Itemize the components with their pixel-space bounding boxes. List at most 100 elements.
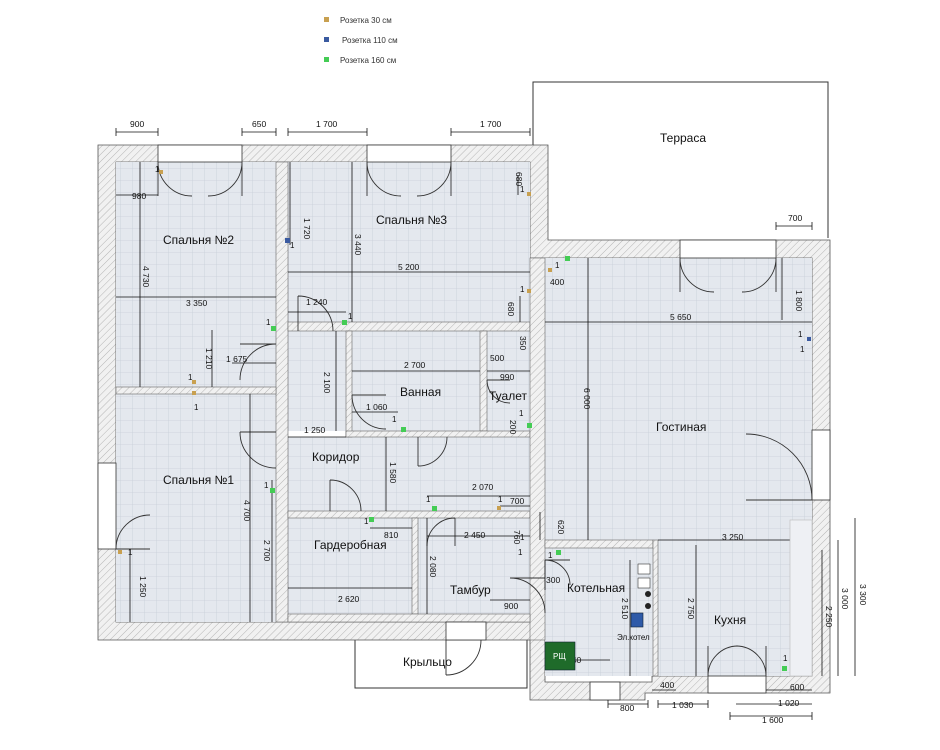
floor-bedroom2: [116, 162, 276, 387]
svg-text:1 250: 1 250: [304, 425, 326, 435]
svg-text:1: 1: [520, 285, 525, 294]
socket-icon: [285, 238, 290, 243]
svg-text:900: 900: [504, 601, 518, 611]
porch: Крыльцо: [354, 635, 528, 689]
svg-text:500: 500: [490, 353, 504, 363]
electrical-panel-label: РЩ: [553, 652, 566, 661]
svg-text:3 250: 3 250: [722, 532, 744, 542]
svg-text:1 700: 1 700: [316, 119, 338, 129]
legend-swatch-160: [324, 57, 329, 62]
svg-text:1 020: 1 020: [778, 698, 800, 708]
svg-text:6 000: 6 000: [582, 388, 592, 410]
floor-bedroom3: [288, 162, 530, 322]
legend-swatch-110: [324, 37, 329, 42]
window-kitchen: [707, 675, 767, 694]
legend-swatch-30: [324, 17, 329, 22]
svg-text:1 580: 1 580: [388, 462, 398, 484]
svg-text:1: 1: [290, 241, 295, 250]
room-label-terrace: Терраса: [660, 131, 706, 145]
svg-text:680: 680: [514, 172, 524, 186]
legend-label-160: Розетка 160 см: [340, 56, 396, 65]
socket-icon: [159, 170, 163, 174]
sockets: [118, 170, 811, 671]
room-label-living: Гостиная: [656, 420, 706, 434]
svg-text:5 200: 5 200: [398, 262, 420, 272]
svg-text:350: 350: [518, 336, 528, 350]
svg-text:1: 1: [555, 261, 560, 270]
svg-text:1 600: 1 600: [762, 715, 784, 725]
room-label-vestibule: Тамбур: [450, 583, 491, 597]
socket-icon: [556, 550, 561, 555]
socket-icon: [527, 423, 532, 428]
legend: Розетка 30 см Розетка 110 см Розетка 160…: [324, 16, 398, 65]
svg-text:1: 1: [520, 185, 525, 194]
svg-text:1: 1: [798, 330, 803, 339]
svg-text:1 675: 1 675: [226, 354, 248, 364]
svg-text:1: 1: [498, 495, 503, 504]
socket-icon: [369, 517, 374, 522]
svg-text:1: 1: [155, 165, 160, 174]
svg-text:1: 1: [188, 373, 193, 382]
window-living: [811, 429, 831, 501]
boiler-unit-icon: [630, 612, 644, 628]
legend-label-110: Розетка 110 см: [342, 36, 398, 45]
legend-label-30: Розетка 30 см: [340, 16, 392, 25]
svg-text:3 440: 3 440: [353, 234, 363, 256]
room-label-boiler: Котельная: [567, 581, 625, 595]
svg-text:1: 1: [264, 481, 269, 490]
svg-text:1: 1: [548, 551, 553, 560]
svg-text:1: 1: [128, 548, 133, 557]
svg-text:1 210: 1 210: [204, 348, 214, 370]
svg-text:1: 1: [520, 533, 525, 542]
svg-text:3 350: 3 350: [186, 298, 208, 308]
room-labels: Спальня №2 Спальня №3 Спальня №1 Ванная …: [163, 213, 746, 627]
svg-text:400: 400: [660, 680, 674, 690]
socket-icon: [270, 488, 275, 493]
socket-icon: [497, 506, 501, 510]
room-label-toilet: Туалет: [489, 389, 527, 403]
socket-icon: [432, 506, 437, 511]
svg-text:1 720: 1 720: [302, 218, 312, 240]
boiler-pipe-icon: [645, 591, 651, 597]
svg-text:4 730: 4 730: [141, 266, 151, 288]
svg-text:2 750: 2 750: [686, 598, 696, 620]
socket-icon: [192, 391, 196, 395]
boiler-tank-icon: [637, 563, 651, 575]
svg-text:1: 1: [800, 345, 805, 354]
svg-text:2 100: 2 100: [322, 372, 332, 394]
svg-text:400: 400: [550, 277, 564, 287]
room-label-corridor: Коридор: [312, 450, 360, 464]
svg-text:810: 810: [384, 530, 398, 540]
svg-text:1 250: 1 250: [138, 576, 148, 598]
svg-text:990: 990: [500, 372, 514, 382]
doors: [115, 161, 813, 677]
door-boiler-gap: [589, 681, 621, 701]
equipment: РЩ Эл.котел: [544, 563, 651, 671]
socket-icon: [271, 326, 276, 331]
svg-text:620: 620: [556, 520, 566, 534]
svg-text:1: 1: [348, 312, 353, 321]
svg-text:1 030: 1 030: [672, 700, 694, 710]
floor-toilet: [487, 331, 530, 431]
svg-text:700: 700: [510, 496, 524, 506]
svg-text:980: 980: [132, 191, 146, 201]
floor-corridor: [288, 331, 346, 431]
svg-text:1: 1: [266, 318, 271, 327]
window-bedroom3: [366, 144, 452, 163]
svg-text:2 450: 2 450: [464, 530, 486, 540]
svg-text:1: 1: [364, 517, 369, 526]
svg-text:1: 1: [194, 403, 199, 412]
svg-text:1 060: 1 060: [366, 402, 388, 412]
svg-text:2 080: 2 080: [428, 556, 438, 578]
svg-text:3 000: 3 000: [840, 588, 850, 610]
svg-text:800: 800: [620, 703, 634, 713]
socket-icon: [527, 192, 531, 196]
room-label-kitchen: Кухня: [714, 613, 746, 627]
svg-text:650: 650: [252, 119, 266, 129]
room-label-porch: Крыльцо: [403, 655, 452, 669]
svg-text:1: 1: [426, 495, 431, 504]
socket-marks: 1 1 1 1 1 1 1 1 1 1 1 1 1 1 1 1 1 1 1 1 …: [128, 165, 805, 663]
svg-text:900: 900: [130, 119, 144, 129]
svg-text:680: 680: [506, 302, 516, 316]
